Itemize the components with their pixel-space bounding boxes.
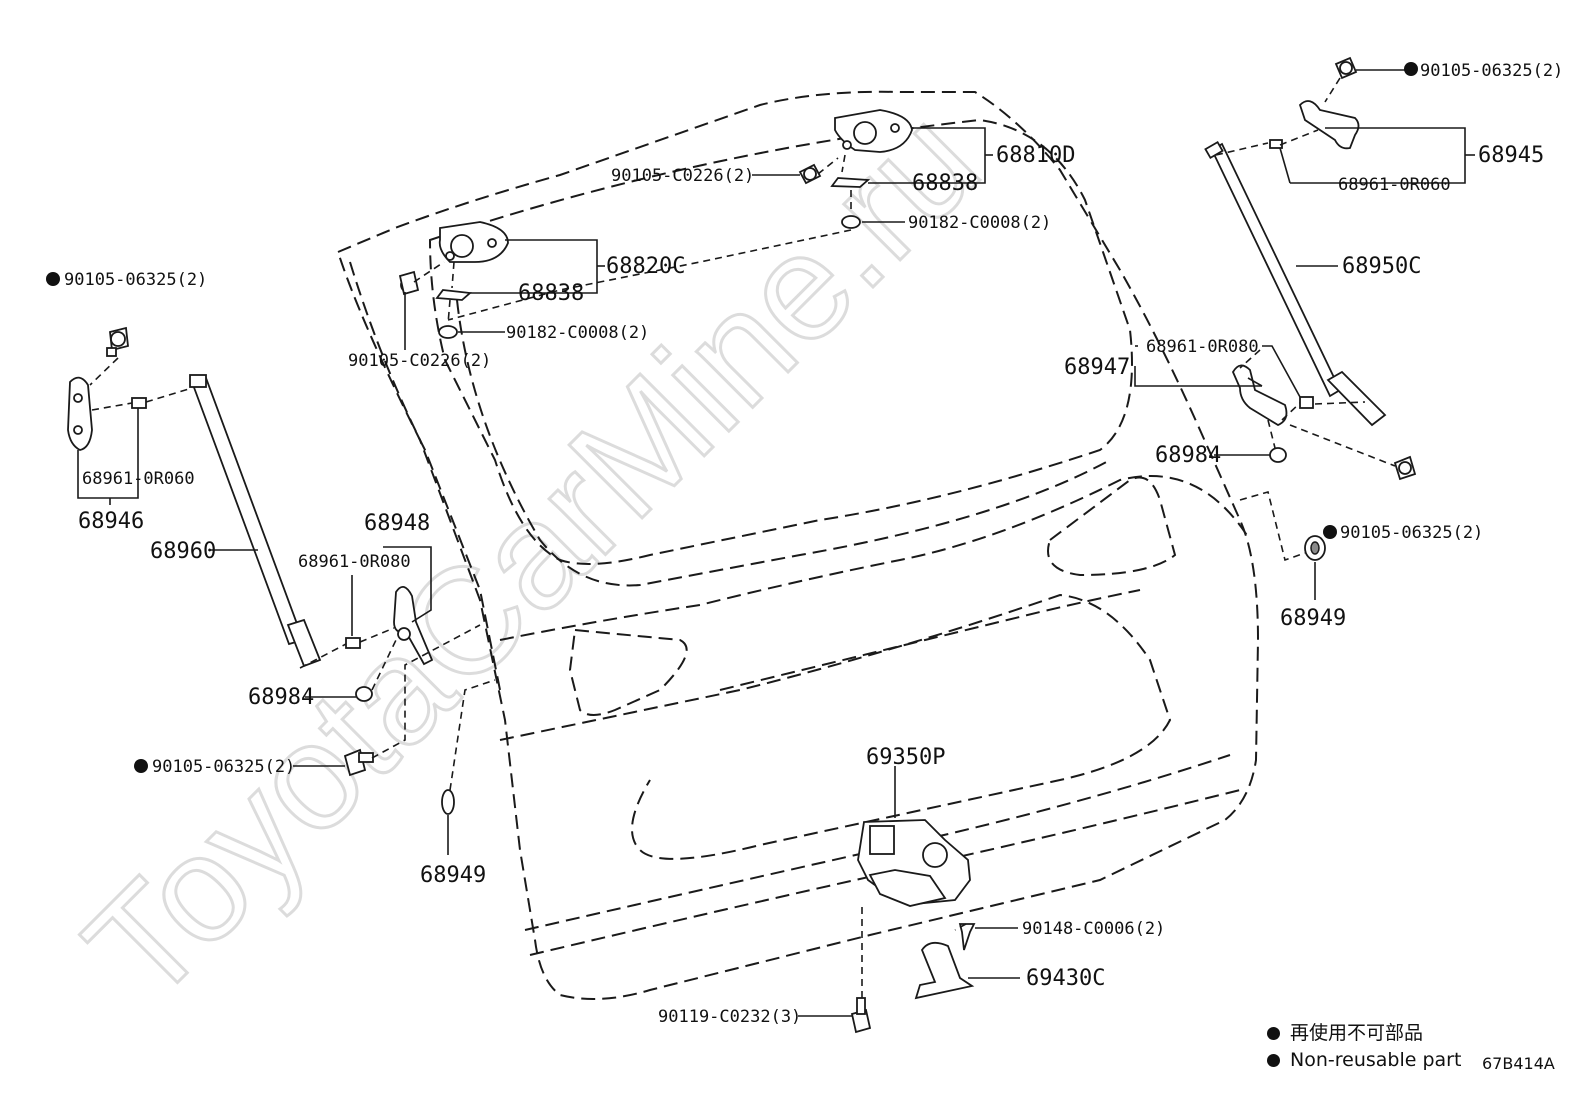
hinge-68820c [438,221,509,263]
callout-labels: 90105-06325(2) 68945 68961-0R060 68950C … [64,61,1563,1027]
bumper-68949-left [441,789,455,815]
non-reusable-markers [46,62,1418,773]
label-68820c: 68820C [606,254,685,279]
bolt-90105-06325-top-left [106,326,129,357]
assembly-lines [89,77,1396,998]
label-69430c: 69430C [1026,966,1105,991]
bolt-90105-c0226-top [798,163,822,185]
label-68946: 68946 [78,509,144,534]
label-90182-c0008-left: 90182-C0008(2) [506,323,649,343]
label-90182-c0008-top: 90182-C0008(2) [908,213,1051,233]
label-68949-left: 68949 [420,863,486,888]
bolt-90105-06325-right [1393,455,1417,481]
nut-68984-right [1269,447,1287,463]
filled-dot-icon [1267,1054,1280,1067]
label-68949-right: 68949 [1280,606,1346,631]
legend-text-jp: 再使用不可部品 [1290,1022,1424,1044]
label-68810d: 68810D [996,143,1075,168]
label-68984-right: 68984 [1155,443,1221,468]
label-90105-c0226-top: 90105-C0226(2) [611,166,754,186]
screw-90148-c0006 [958,923,976,951]
shim-68838-top [830,177,871,188]
pin-68961-0r080-right [1299,396,1314,409]
non-reusable-dot-2 [46,272,60,286]
label-68960: 68960 [150,539,216,564]
leader-lines [77,69,1475,1017]
bolt-90119-c0232 [850,997,872,1034]
label-68838-left: 68838 [518,281,584,306]
label-90105-06325-tr: 90105-06325(2) [1420,61,1563,81]
label-68948: 68948 [364,511,430,536]
bracket-68945 [1298,100,1360,150]
label-90148-c0006: 90148-C0006(2) [1022,919,1165,939]
legend-row-jp: 再使用不可部品 [1267,1020,1461,1047]
label-68945: 68945 [1478,143,1544,168]
gas-strut-68960 [189,374,322,668]
bracket-68947 [1231,364,1288,427]
filled-dot-icon [1267,1027,1280,1040]
pin-68961-0r060-top-right [1269,139,1283,149]
gas-strut-68950c [1204,140,1387,427]
label-68838-top: 68838 [912,171,978,196]
label-68961-0r060-tr: 68961-0R060 [1338,175,1451,195]
non-reusable-dot-1 [1404,62,1418,76]
striker-cover-69430c [914,941,975,1000]
pin-68961-0r060-left [131,397,147,409]
bracket-68946 [67,376,93,451]
label-90105-06325-bl: 90105-06325(2) [152,757,295,777]
bolt-90105-c0226-left [398,270,420,296]
legend-row-en: Non-reusable part [1267,1047,1461,1074]
pin-68961-0r080-left [345,637,361,649]
non-reusable-dot-3 [1323,525,1337,539]
label-68984-left: 68984 [248,685,314,710]
reference-code: 67B414A [1482,1054,1555,1073]
label-68950c: 68950C [1342,254,1421,279]
bolt-90105-06325-bottom-left [343,748,374,777]
label-68961-0r080-left: 68961-0R080 [298,552,411,572]
label-68961-0r080-right: 68961-0R080 [1146,337,1259,357]
nut-90182-c0008-left [438,325,458,339]
label-90105-06325-tl: 90105-06325(2) [64,270,207,290]
non-reusable-dot-4 [134,759,148,773]
nut-68984-left [355,686,373,702]
bolt-90105-06325-top-right [1334,56,1358,80]
lock-assembly-69350p [857,819,971,907]
hinge-68810d [834,109,913,153]
label-90119-c0232: 90119-C0232(3) [658,1007,801,1027]
label-90105-06325-r: 90105-06325(2) [1340,523,1483,543]
legend: 再使用不可部品 Non-reusable part [1267,1020,1461,1074]
label-68961-0r060-left: 68961-0R060 [82,469,195,489]
label-90105-c0226-left: 90105-C0226(2) [348,351,491,371]
shim-68838-left [435,289,473,301]
bumper-68949-right [1304,535,1326,561]
bracket-68948 [393,586,434,666]
label-69350p: 69350P [866,745,945,770]
legend-text-en: Non-reusable part [1290,1049,1462,1071]
nut-90182-c0008-top [841,215,861,229]
label-68947: 68947 [1064,355,1130,380]
